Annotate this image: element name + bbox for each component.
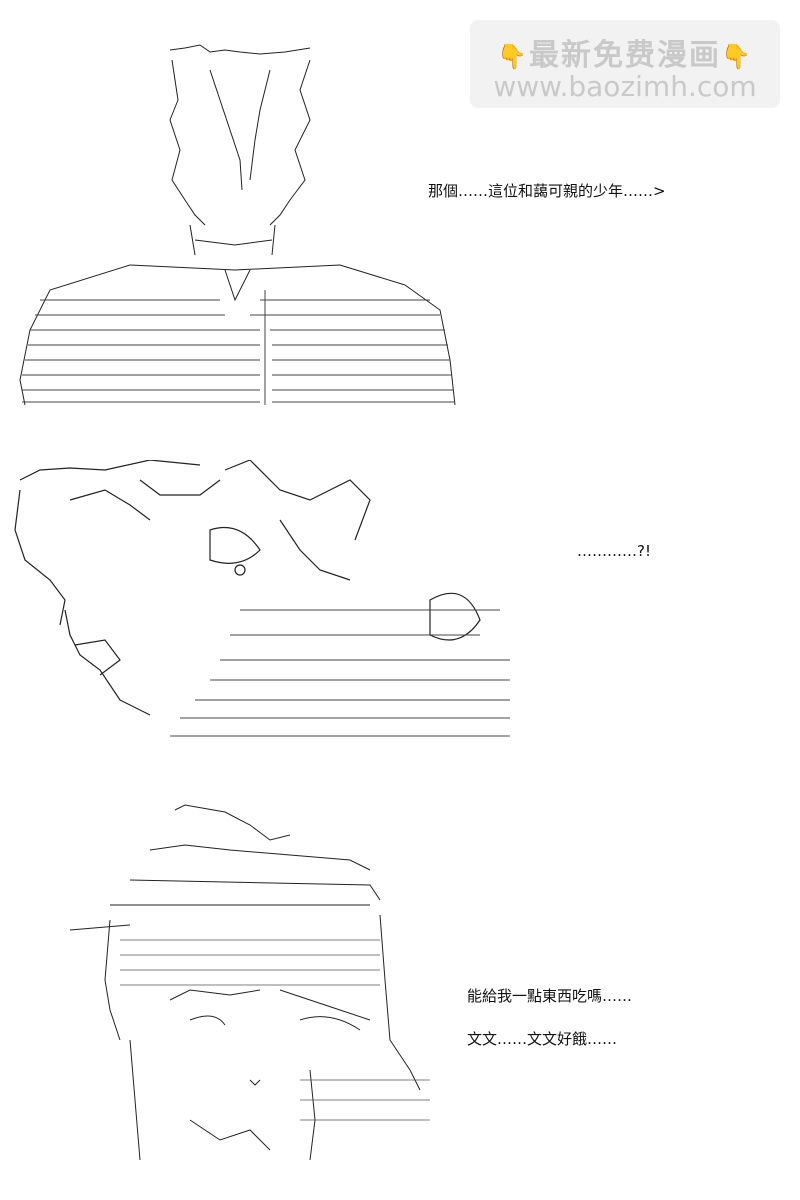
pointing-down-hand-icon: 👇 — [721, 42, 753, 71]
dialog-line-1: 那個……這位和藹可親的少年……> — [428, 182, 666, 200]
pointing-down-hand-icon: 👇 — [497, 42, 529, 71]
girl-with-hat-ascii-art — [69, 804, 430, 1161]
suited-man-ascii-art — [19, 44, 456, 406]
watermark-title: 👇最新免费漫画👇 — [470, 30, 780, 74]
closeup-face-ascii-art — [14, 460, 510, 737]
dialog-line-4: 文文……文文好餓…… — [467, 1030, 618, 1048]
watermark-url: www.baozimh.com — [493, 70, 757, 103]
watermark-badge: 👇最新免费漫画👇 www.baozimh.com — [470, 20, 780, 108]
dialog-line-3: 能給我一點東西吃嗎…… — [467, 987, 633, 1005]
watermark-title-text: 最新免费漫画 — [529, 38, 721, 73]
dialog-line-2: …………?! — [577, 542, 651, 560]
